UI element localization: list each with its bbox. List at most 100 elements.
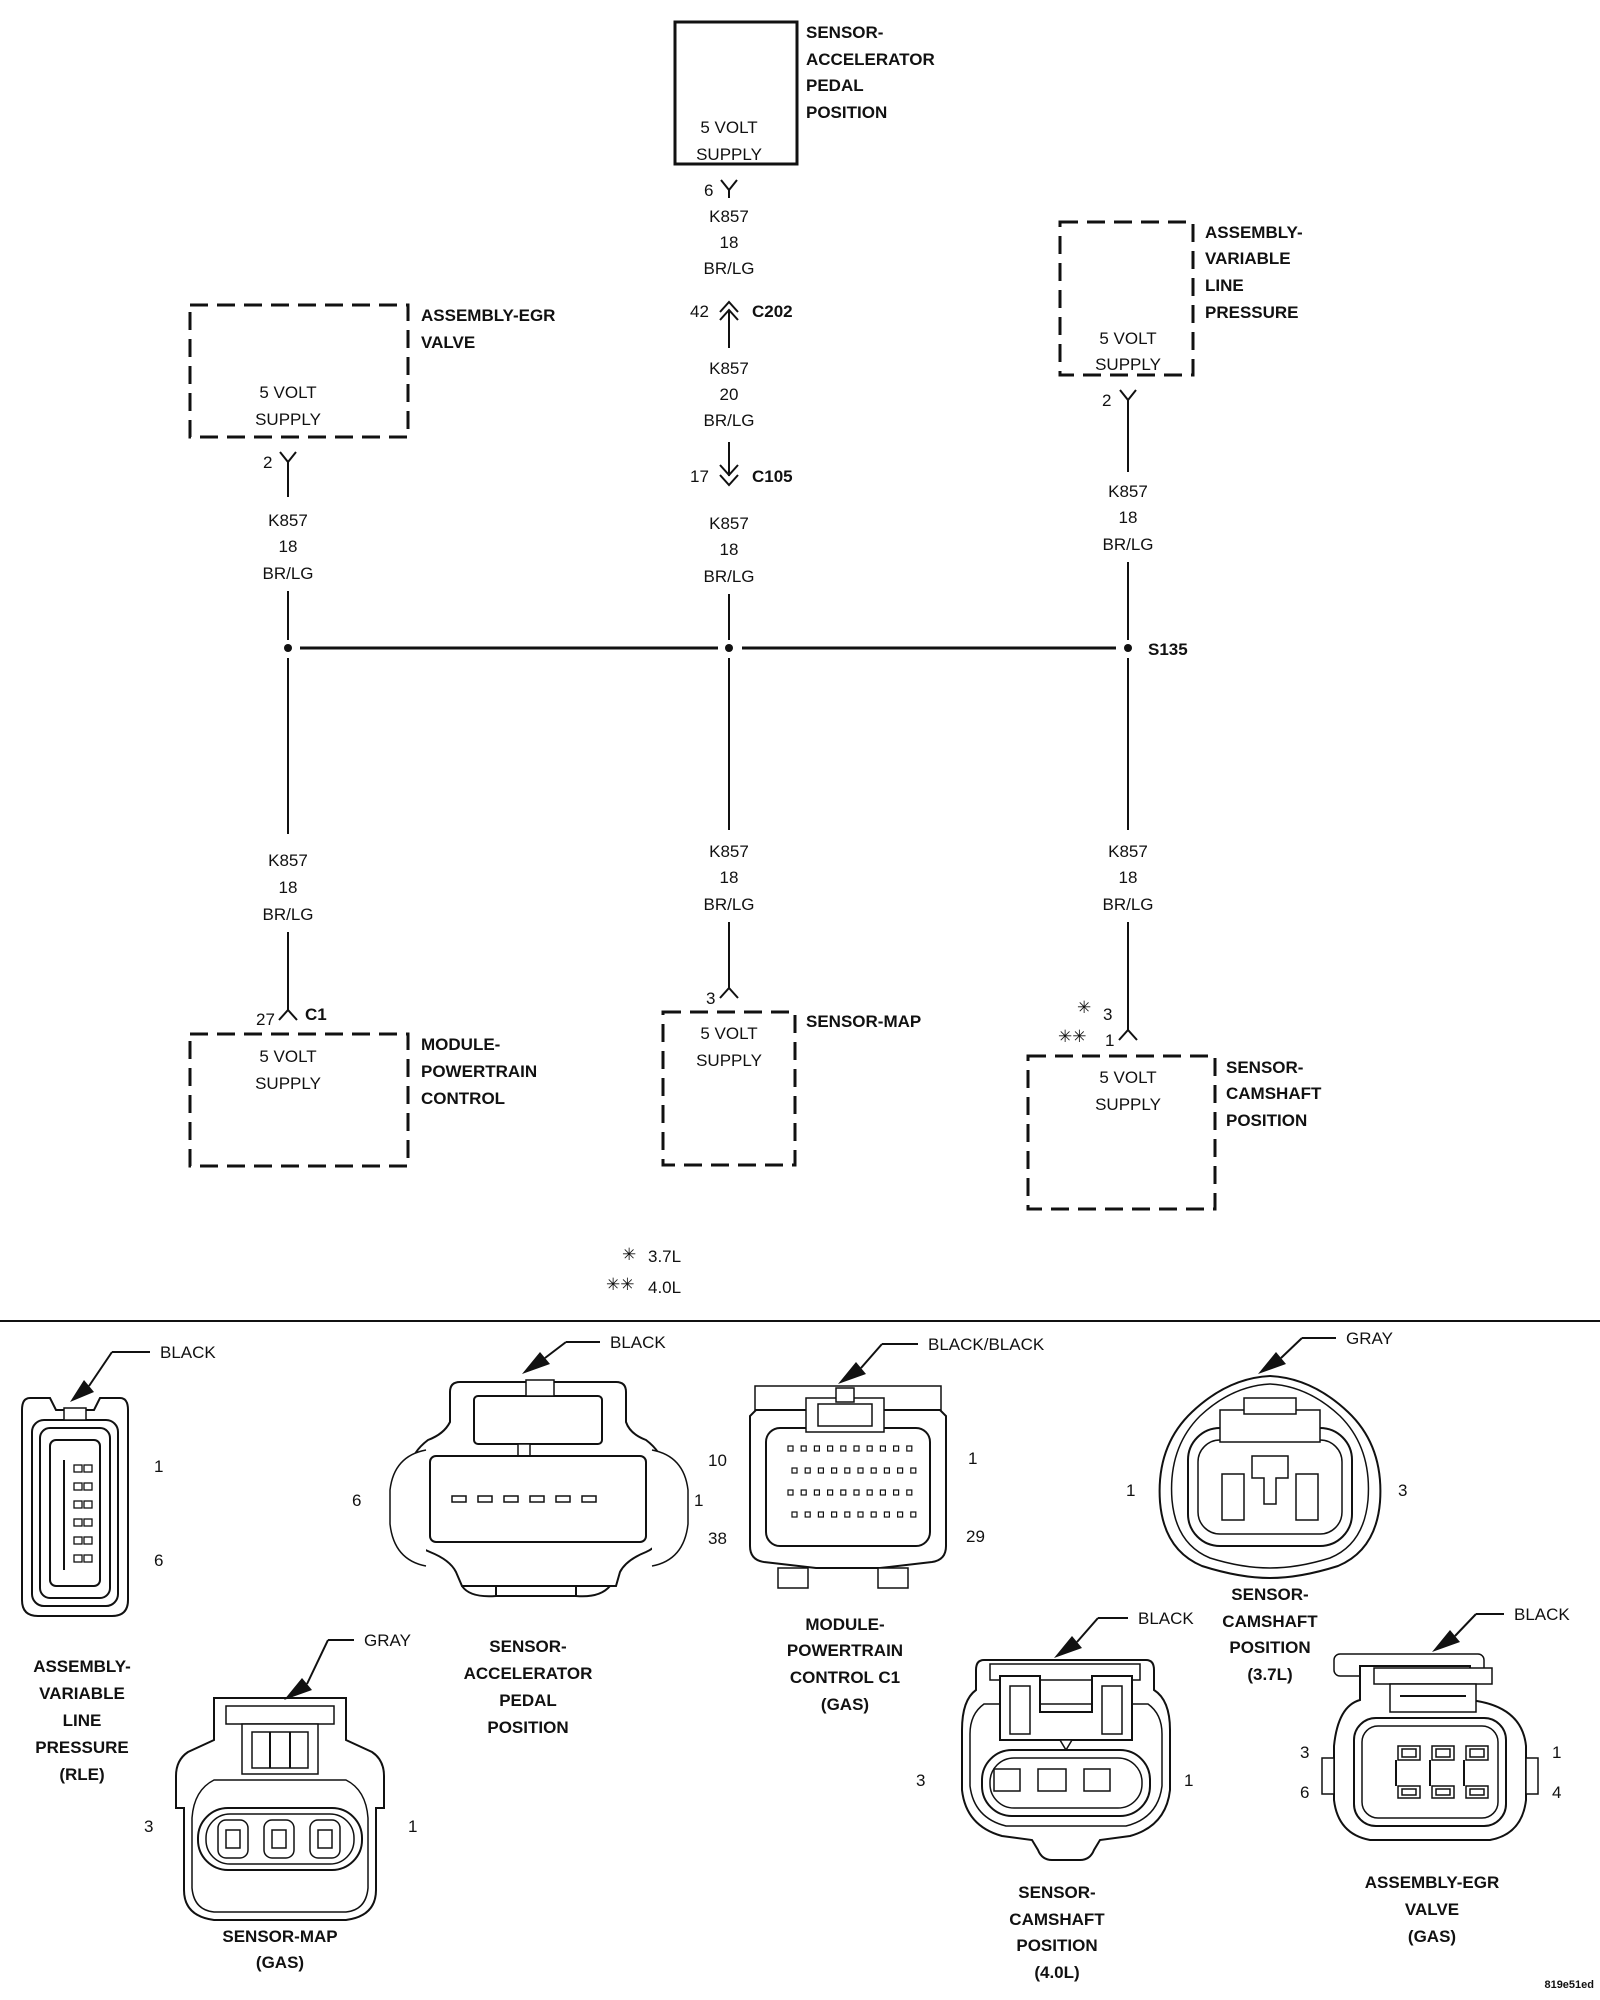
pcm-cavity	[857, 1467, 864, 1474]
wire-label-color: BR/LG	[262, 905, 313, 924]
pcm-cavity	[892, 1489, 900, 1496]
pcm-color-label: BLACK/BLACK	[928, 1335, 1045, 1354]
pcm-cavity	[787, 1489, 794, 1496]
pcm-cavity	[883, 1467, 891, 1474]
app-pin-terminal	[720, 179, 738, 198]
egr-leader	[1454, 1613, 1477, 1637]
map-sensor-component: 5 VOLT SUPPLY SENSOR-MAP	[661, 1010, 921, 1167]
app-sensor-component: 5 VOLT SUPPLY SENSOR- ACCELERATOR PEDAL …	[673, 20, 935, 166]
cmp37-caption-3: POSITION	[1229, 1638, 1310, 1657]
figure-id: 819e51ed	[1544, 1979, 1594, 1991]
rle-component: 5 VOLT SUPPLY ASSEMBLY- VARIABLE LINE PR…	[1058, 220, 1303, 377]
wire-label-color: BR/LG	[1102, 535, 1153, 554]
wire-label-circuit: K857	[1108, 482, 1148, 501]
app-name-4: POSITION	[806, 103, 887, 122]
pcm-cavity	[866, 1445, 873, 1452]
pcm-cavity	[813, 1489, 821, 1496]
egr-name-2: VALVE	[421, 333, 475, 352]
pcm-caption-4: (GAS)	[821, 1695, 869, 1714]
wire-label-gauge: 18	[720, 233, 739, 252]
pcm-cavity	[906, 1445, 913, 1452]
engine-legend: ✳ 3.7L ✳✳ 4.0L	[606, 1245, 681, 1297]
pcm-connector-view	[749, 1385, 947, 1589]
cmp37-caption-2: CAMSHAFT	[1222, 1612, 1318, 1631]
c202-pin: 42	[690, 302, 709, 321]
c105-pin: 17	[690, 467, 709, 486]
pcm-cavity	[830, 1511, 838, 1518]
app-name-1: SENSOR-	[806, 23, 883, 42]
pcm-cavity	[800, 1489, 807, 1496]
pcm-cavity	[804, 1467, 811, 1474]
egr-inner-1: 5 VOLT	[259, 383, 316, 402]
rle-pin-label: 2	[1102, 391, 1111, 410]
egr-inner-2: SUPPLY	[255, 410, 321, 429]
splice-name: S135	[1148, 640, 1188, 659]
app-pin-6: 6	[352, 1491, 361, 1510]
pcm-color-arrow	[838, 1362, 866, 1384]
egr-pin-3: 3	[1300, 1743, 1309, 1762]
cmp37-color-arrow	[1258, 1352, 1286, 1374]
egr-connector-view	[1321, 1653, 1539, 1841]
pcm-cavity	[896, 1511, 904, 1518]
pcm-inner-2: SUPPLY	[255, 1074, 321, 1093]
app-caption-1: SENSOR-	[489, 1637, 566, 1656]
pcm-pin-grid	[787, 1445, 917, 1518]
single-star-icon: ✳	[622, 1245, 636, 1264]
wire-label-color: BR/LG	[703, 411, 754, 430]
egr-pin-terminal	[279, 451, 297, 497]
wire-label-gauge: 18	[279, 537, 298, 556]
cmp40-caption-1: SENSOR-	[1018, 1883, 1095, 1902]
wire-label-color: BR/LG	[1102, 895, 1153, 914]
pcm-cavity	[826, 1489, 834, 1496]
c105-connector-symbol	[719, 442, 739, 487]
cmp37-pin-3: 3	[1398, 1481, 1407, 1500]
map-caption-2: (GAS)	[256, 1953, 304, 1972]
pcm-cavity	[840, 1489, 847, 1496]
app-pin-label: 6	[704, 181, 713, 200]
cmp-sensor-component: 5 VOLT SUPPLY SENSOR- CAMSHAFT POSITION	[1026, 1054, 1322, 1211]
map-pin-3: 3	[144, 1817, 153, 1836]
splice-node	[725, 644, 733, 652]
rle-caption-3: LINE	[63, 1711, 102, 1730]
rle-connector-view	[21, 1397, 129, 1617]
pcm-cavity	[830, 1467, 838, 1474]
cmp40-caption: SENSOR- CAMSHAFT POSITION (4.0L)	[1009, 1883, 1105, 1982]
wire-label-color: BR/LG	[703, 895, 754, 914]
pcm-cavity	[857, 1511, 864, 1518]
pcm-cavity	[866, 1489, 873, 1496]
app-name-3: PEDAL	[806, 76, 864, 95]
wire-label-circuit: K857	[268, 851, 308, 870]
cmp-name-2: CAMSHAFT	[1226, 1084, 1322, 1103]
wire-label-color: BR/LG	[703, 567, 754, 586]
cmp37-pin-1: 1	[1126, 1481, 1135, 1500]
cmp40-leader	[1076, 1617, 1099, 1643]
pcm-component: 5 VOLT SUPPLY MODULE- POWERTRAIN CONTROL	[188, 1032, 537, 1168]
egr-pin-4: 4	[1552, 1783, 1561, 1802]
cmp37-caption-4: (3.7L)	[1247, 1665, 1292, 1684]
map-name-1: SENSOR-MAP	[806, 1012, 921, 1031]
map-caption: SENSOR-MAP (GAS)	[222, 1927, 337, 1972]
cmp-pin-b: 1	[1105, 1031, 1114, 1050]
egr-caption-2: VALVE	[1405, 1900, 1459, 1919]
map-caption-1: SENSOR-MAP	[222, 1927, 337, 1946]
pcm-cavity	[853, 1445, 860, 1452]
wire-label-gauge: 18	[279, 878, 298, 897]
pcm-leader	[860, 1343, 883, 1369]
wire-label-gauge: 20	[720, 385, 739, 404]
rle-caption-1: ASSEMBLY-	[33, 1657, 131, 1676]
cmp40-pin-3: 3	[916, 1771, 925, 1790]
egr-pin-1: 1	[1552, 1743, 1561, 1762]
pcm-cavity	[892, 1445, 900, 1452]
legend-double-star-label: 4.0L	[648, 1278, 681, 1297]
pcm-cavity	[906, 1489, 913, 1496]
cmp37-color-label: GRAY	[1346, 1329, 1393, 1348]
egr-caption-1: ASSEMBLY-EGR	[1365, 1873, 1499, 1892]
pcm-cavity	[910, 1511, 917, 1518]
rle-inner-1: 5 VOLT	[1099, 329, 1156, 348]
pcm-pin-10: 10	[708, 1451, 727, 1470]
cmp40-caption-2: CAMSHAFT	[1009, 1910, 1105, 1929]
pcm-cavity	[813, 1445, 821, 1452]
double-star-icon: ✳✳	[1058, 1027, 1087, 1046]
wire-label-circuit: K857	[709, 842, 749, 861]
